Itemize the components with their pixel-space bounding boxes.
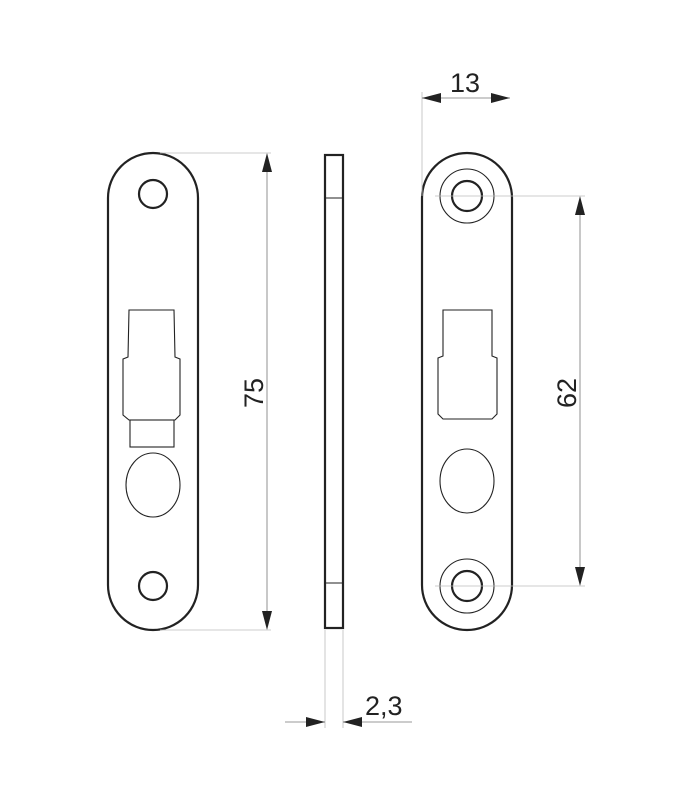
arrow-down: [262, 611, 272, 630]
plate-outline: [420, 151, 514, 632]
latch-slot-lower: [129, 419, 175, 448]
oval-hole: [439, 448, 495, 514]
dimension-length: 75: [160, 152, 272, 631]
latch-slot: [122, 309, 181, 421]
side-view: [323, 153, 345, 630]
plate-outline: [106, 151, 200, 632]
dimension-label-hole-spacing: 62: [552, 378, 582, 408]
side-outline: [323, 153, 345, 630]
arrow-up: [262, 153, 272, 172]
front-view-right: [420, 151, 514, 632]
top-screw-hole: [137, 178, 169, 210]
latch-slot: [437, 309, 498, 420]
dimension-width: 13: [421, 68, 510, 196]
dimension-label-width: 13: [450, 68, 480, 98]
front-view-left: [106, 151, 200, 632]
oval-hole: [125, 452, 181, 518]
dimension-thickness: 2,3: [285, 630, 412, 728]
dimension-label-thickness: 2,3: [365, 691, 403, 721]
dimension-label-length: 75: [239, 378, 269, 408]
bottom-screw-hole: [137, 570, 169, 602]
dimension-hole-spacing: 62: [435, 195, 585, 587]
